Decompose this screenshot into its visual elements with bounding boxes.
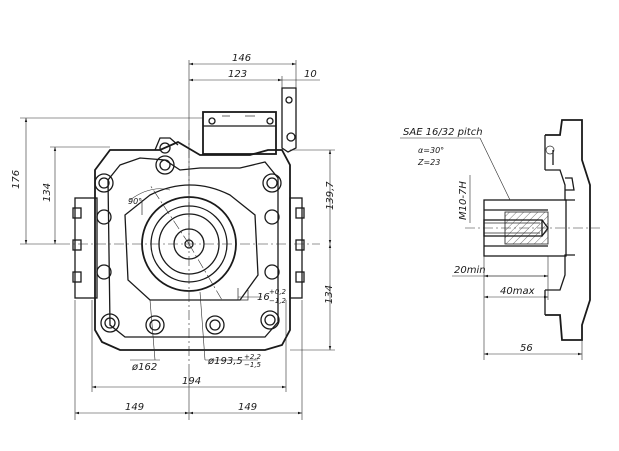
side-bolts [72, 207, 305, 283]
dim-149-right: 149 [238, 402, 257, 413]
valve-block [202, 111, 277, 155]
dim-123: 123 [228, 69, 247, 80]
pilot-cavity [124, 184, 259, 301]
dim-193-tol-lower: −1,5 [244, 361, 262, 369]
dim-phi-162: ø162 [131, 362, 157, 373]
front-view [60, 87, 320, 370]
spline-spec: SAE 16/32 pitch [403, 127, 483, 138]
dim-16-tol-upper: +0,2 [269, 288, 287, 296]
dim-90-deg: 90° [128, 197, 142, 206]
right-flange [289, 197, 303, 299]
dim-10: 10 [304, 69, 317, 80]
dim-134-left: 134 [42, 183, 53, 202]
flange-profile [545, 119, 591, 341]
dim-16-tol-lower: −1,2 [269, 297, 287, 305]
front-dimensions: 146 123 10 176 134 139,7 134 90° 16 +0,2… [11, 53, 336, 420]
dim-20min: 20min [454, 265, 486, 276]
dim-134-right: 134 [324, 285, 335, 304]
dim-40max: 40max [500, 286, 535, 297]
dim-139-7: 139,7 [325, 181, 336, 210]
spline-teeth: Z=23 [417, 158, 440, 167]
dim-16: 16 [257, 292, 270, 303]
left-flange [74, 197, 98, 299]
dim-193-tol-upper: +2,2 [244, 353, 262, 361]
dim-146: 146 [232, 53, 251, 64]
dim-149-left: 149 [125, 402, 144, 413]
side-view: SAE 16/32 pitch α=30° Z=23 M10-7H 20min … [400, 119, 600, 360]
dim-56: 56 [520, 343, 533, 354]
corner-bolts [94, 155, 282, 335]
dim-194: 194 [182, 376, 201, 387]
dim-176: 176 [11, 170, 22, 189]
spline-angle: α=30° [418, 146, 444, 155]
thread-spec: M10-7H [458, 181, 469, 220]
dim-phi-193: ø193,5 [207, 356, 243, 367]
